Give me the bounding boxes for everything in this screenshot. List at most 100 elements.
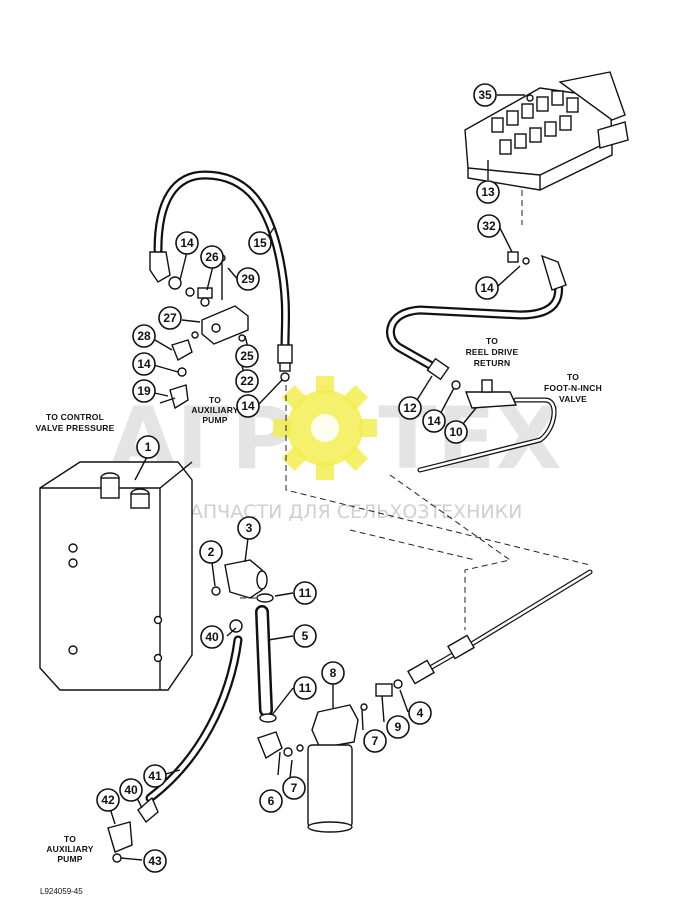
- destination-notes: TO CONTROL VALVE PRESSURE TO AUXILIARY P…: [35, 336, 601, 864]
- callout-14-center: 14: [236, 394, 260, 418]
- callout-11-upper: 11: [293, 581, 317, 605]
- svg-text:22: 22: [240, 374, 254, 388]
- hose-15: [149, 170, 293, 372]
- callout-2: 2: [199, 540, 223, 564]
- svg-text:TO CONTROL: TO CONTROL: [46, 412, 104, 422]
- elbow-3: [211, 559, 268, 633]
- svg-text:32: 32: [482, 219, 496, 233]
- svg-text:TO: TO: [567, 372, 579, 382]
- callout-28: 28: [132, 324, 156, 348]
- svg-text:3: 3: [246, 521, 253, 535]
- note-control-valve: TO CONTROL VALVE PRESSURE: [35, 412, 114, 433]
- callout-14-mid-left: 14: [132, 352, 156, 376]
- figure-reference: L924059-45: [40, 887, 83, 896]
- svg-text:11: 11: [299, 586, 312, 600]
- svg-text:14: 14: [480, 281, 494, 295]
- svg-text:5: 5: [302, 629, 309, 643]
- callout-12: 12: [398, 396, 422, 420]
- tube-4: [360, 569, 593, 711]
- valve-block-13: [464, 71, 629, 191]
- svg-text:RETURN: RETURN: [474, 358, 511, 368]
- svg-text:14: 14: [137, 357, 151, 371]
- callout-10: 10: [444, 420, 468, 444]
- svg-text:35: 35: [478, 88, 492, 102]
- svg-text:9: 9: [395, 720, 402, 734]
- svg-text:15: 15: [253, 236, 267, 250]
- svg-text:41: 41: [148, 769, 162, 783]
- routing-lines: [240, 190, 591, 630]
- callout-19: 19: [132, 379, 156, 403]
- callout-42: 42: [96, 788, 120, 812]
- svg-text:29: 29: [241, 272, 255, 286]
- callout-11-lower: 11: [293, 676, 317, 700]
- watermark-gear-icon: [273, 376, 377, 480]
- callout-1: 1: [136, 435, 160, 459]
- svg-text:26: 26: [205, 250, 219, 264]
- svg-text:FOOT-N-INCH: FOOT-N-INCH: [544, 383, 602, 393]
- svg-text:28: 28: [137, 329, 151, 343]
- callout-35: 35: [473, 83, 497, 107]
- svg-text:14: 14: [180, 236, 194, 250]
- callout-9: 9: [386, 715, 410, 739]
- callout-41: 41: [143, 764, 167, 788]
- svg-text:12: 12: [403, 401, 417, 415]
- svg-text:7: 7: [291, 781, 298, 795]
- note-foot-n-inch: TO FOOT-N-INCH VALVE: [544, 372, 602, 404]
- svg-text:7: 7: [372, 734, 379, 748]
- callout-43: 43: [143, 849, 167, 873]
- callout-13: 13: [476, 180, 500, 204]
- note-reel-drive: TO REEL DRIVE RETURN: [466, 336, 519, 368]
- fittings-upper-left: [159, 254, 290, 410]
- tee-10: [417, 379, 557, 473]
- svg-text:11: 11: [299, 681, 312, 695]
- svg-text:PUMP: PUMP: [57, 854, 82, 864]
- callout-4: 4: [408, 701, 432, 725]
- svg-text:10: 10: [449, 425, 463, 439]
- callout-27: 27: [158, 306, 182, 330]
- svg-text:TO: TO: [486, 336, 498, 346]
- callout-29: 29: [236, 267, 260, 291]
- svg-text:8: 8: [330, 666, 337, 680]
- svg-text:14: 14: [241, 399, 255, 413]
- callout-25: 25: [235, 344, 259, 368]
- svg-text:AUXILIARY: AUXILIARY: [46, 844, 93, 854]
- svg-text:19: 19: [137, 384, 151, 398]
- svg-text:4: 4: [417, 706, 424, 720]
- svg-text:TO: TO: [64, 834, 76, 844]
- callout-40-lower: 40: [119, 778, 143, 802]
- svg-text:VALVE: VALVE: [559, 394, 587, 404]
- callout-15: 15: [248, 231, 272, 255]
- svg-text:TO: TO: [209, 395, 221, 405]
- svg-text:2: 2: [208, 545, 215, 559]
- filter-8: [257, 704, 359, 833]
- callout-7-lower: 7: [282, 776, 306, 800]
- callout-5: 5: [293, 624, 317, 648]
- svg-text:PUMP: PUMP: [202, 415, 227, 425]
- watermark-tagline: ЗАПЧАСТИ ДЛЯ СЕЛЬХОЗТЕХНИКИ: [178, 501, 523, 523]
- callout-14-upper-left: 14: [175, 231, 199, 255]
- note-aux-pump-upper: TO AUXILIARY PUMP: [191, 395, 238, 425]
- svg-text:40: 40: [124, 783, 138, 797]
- svg-text:14: 14: [427, 414, 441, 428]
- callout-3: 3: [237, 516, 261, 540]
- svg-text:42: 42: [101, 793, 115, 807]
- svg-text:6: 6: [268, 794, 275, 808]
- svg-text:VALVE PRESSURE: VALVE PRESSURE: [35, 423, 114, 433]
- svg-text:REEL DRIVE: REEL DRIVE: [466, 347, 519, 357]
- callout-14-right: 14: [475, 276, 499, 300]
- hose-41: [107, 635, 243, 863]
- svg-text:40: 40: [205, 630, 219, 644]
- svg-text:1: 1: [145, 440, 152, 454]
- svg-text:27: 27: [163, 311, 177, 325]
- callout-40-upper: 40: [200, 625, 224, 649]
- svg-text:25: 25: [240, 349, 254, 363]
- callout-14-tee: 14: [422, 409, 446, 433]
- note-aux-pump-lower: TO AUXILIARY PUMP: [46, 834, 93, 864]
- callout-22: 22: [235, 369, 259, 393]
- callout-32: 32: [477, 214, 501, 238]
- callout-7-right: 7: [363, 729, 387, 753]
- callout-6: 6: [259, 789, 283, 813]
- hose-12: [386, 251, 567, 390]
- svg-text:43: 43: [148, 854, 162, 868]
